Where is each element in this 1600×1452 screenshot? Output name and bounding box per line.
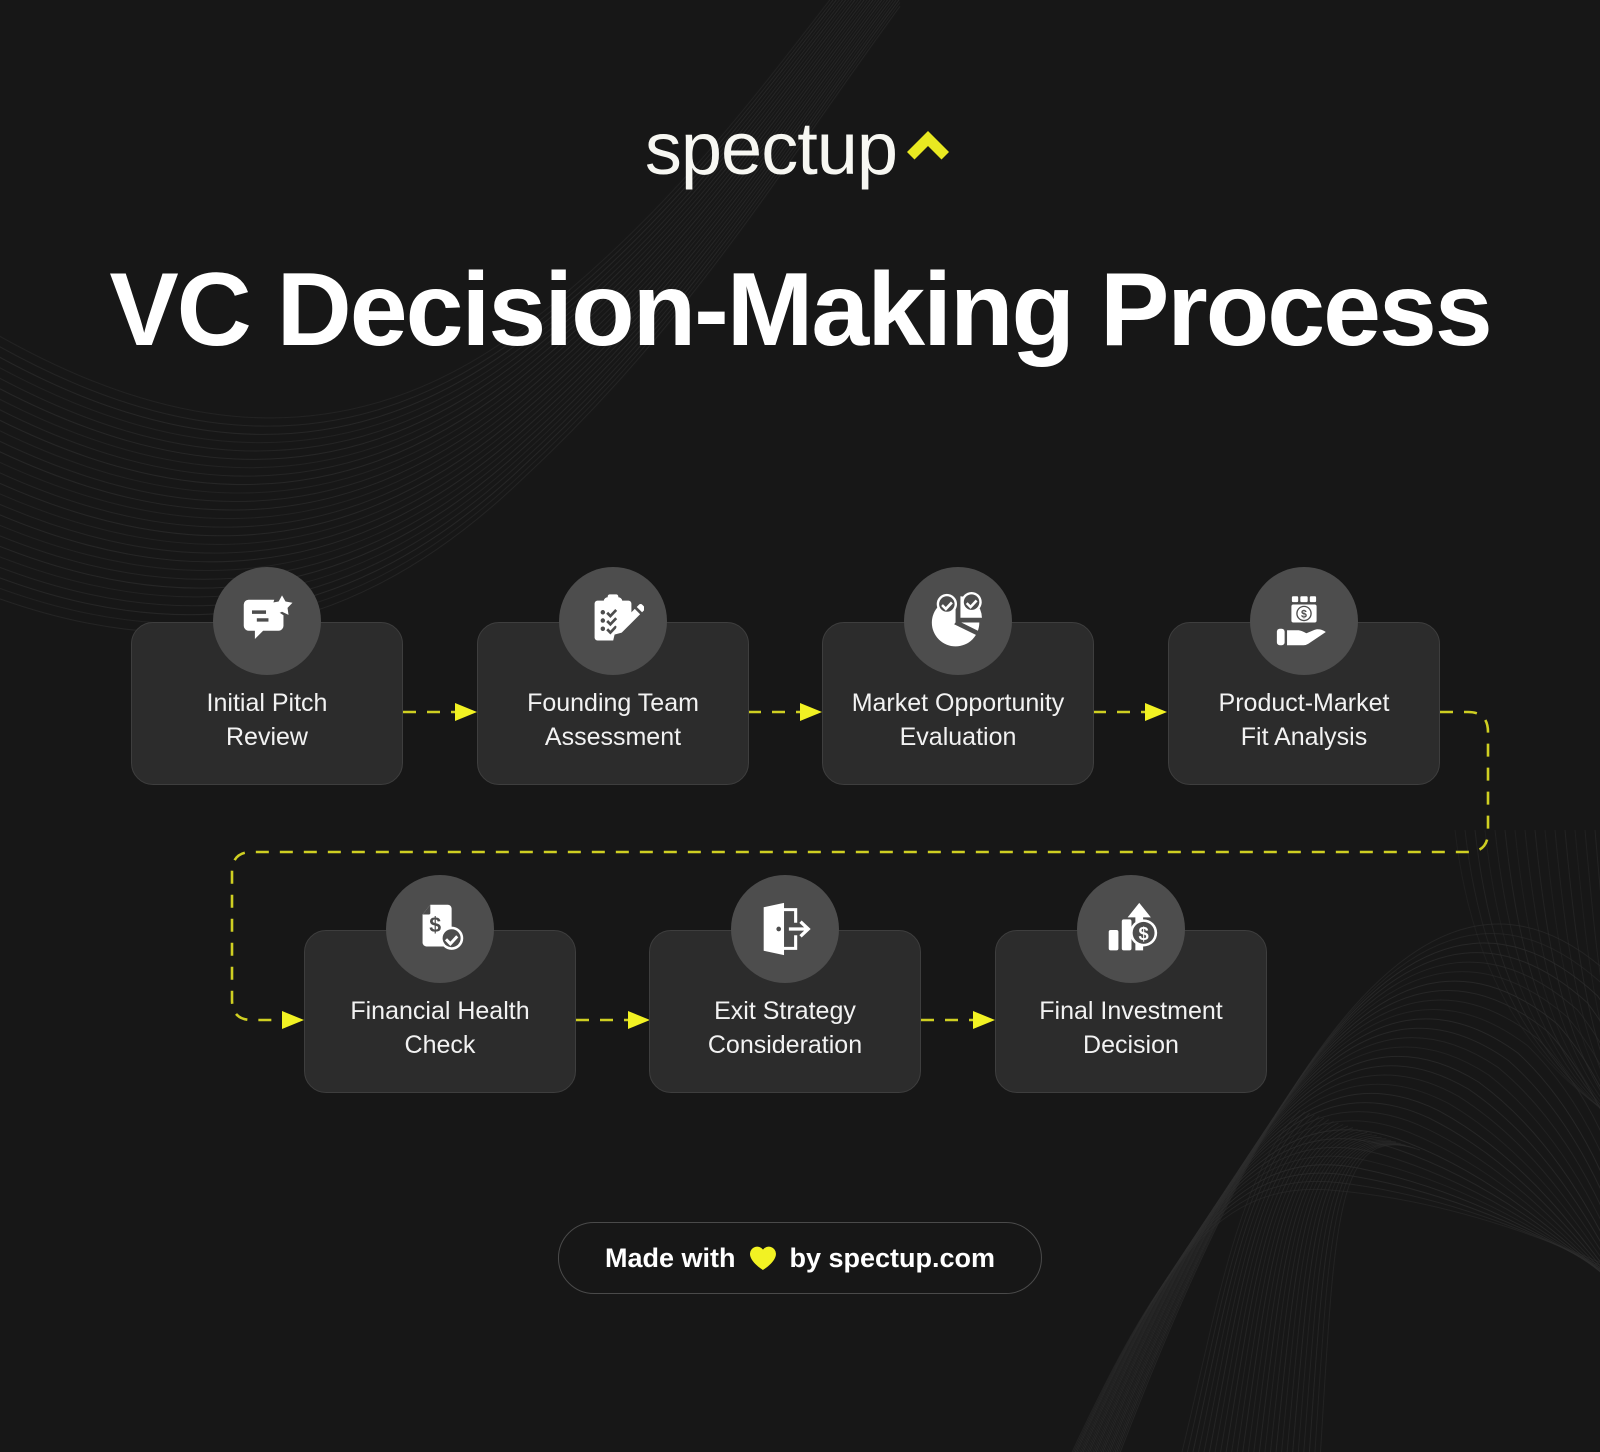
clipboard-pencil-icon [559, 567, 667, 675]
document-dollar-check-icon: $ [386, 875, 494, 983]
heart-icon [749, 1246, 776, 1270]
flow-step-label-7: Final Investment Decision [1039, 996, 1223, 1059]
flow-connectors [230, 703, 1490, 1029]
pie-chart-check-icon [904, 567, 1012, 675]
process-flow-diagram: Initial Pitch Review Founding Team Asses… [0, 560, 1600, 1160]
brand-logo: spectup [0, 112, 1600, 186]
svg-text:$: $ [1138, 923, 1148, 944]
flow-step-label-6: Exit Strategy Consideration [707, 996, 863, 1059]
footer-prefix: Made with [604, 1242, 736, 1273]
connector-4-5-wrap [230, 710, 1490, 1022]
arrowhead-1-2 [455, 703, 477, 721]
svg-text:$: $ [429, 913, 441, 937]
arrowhead-5-6 [628, 1011, 650, 1029]
arrowhead-3-4 [1145, 703, 1167, 721]
flow-step-label-3: Market Opportunity Evaluation [851, 688, 1065, 751]
arrowhead-6-7 [973, 1011, 995, 1029]
flow-step-label-2: Founding Team Assessment [527, 688, 699, 751]
arrowhead-2-3 [800, 703, 822, 721]
flow-step-label-1: Initial Pitch Review [206, 688, 328, 751]
flow-step-card-2[interactable]: Founding Team Assessment [477, 622, 749, 785]
footer-credit-badge[interactable]: Made with by spectup.com [557, 1222, 1043, 1294]
arrowhead-4-5 [282, 1011, 304, 1029]
brand-name: spectup [644, 107, 898, 190]
svg-text:$: $ [1301, 609, 1307, 621]
bar-chart-dollar-growth-icon: $ [1077, 875, 1185, 983]
hand-money-bag-icon: $ [1250, 567, 1358, 675]
flow-step-label-4: Product-Market Fit Analysis [1218, 688, 1390, 751]
flow-step-label-5: Financial Health Check [350, 996, 530, 1059]
footer-suffix: by spectup.com [789, 1242, 996, 1273]
page-title: VC Decision-Making Process [109, 252, 1492, 368]
speech-bubble-star-icon [213, 567, 321, 675]
chevron-up-icon [907, 131, 950, 160]
exit-door-arrow-icon [731, 875, 839, 983]
